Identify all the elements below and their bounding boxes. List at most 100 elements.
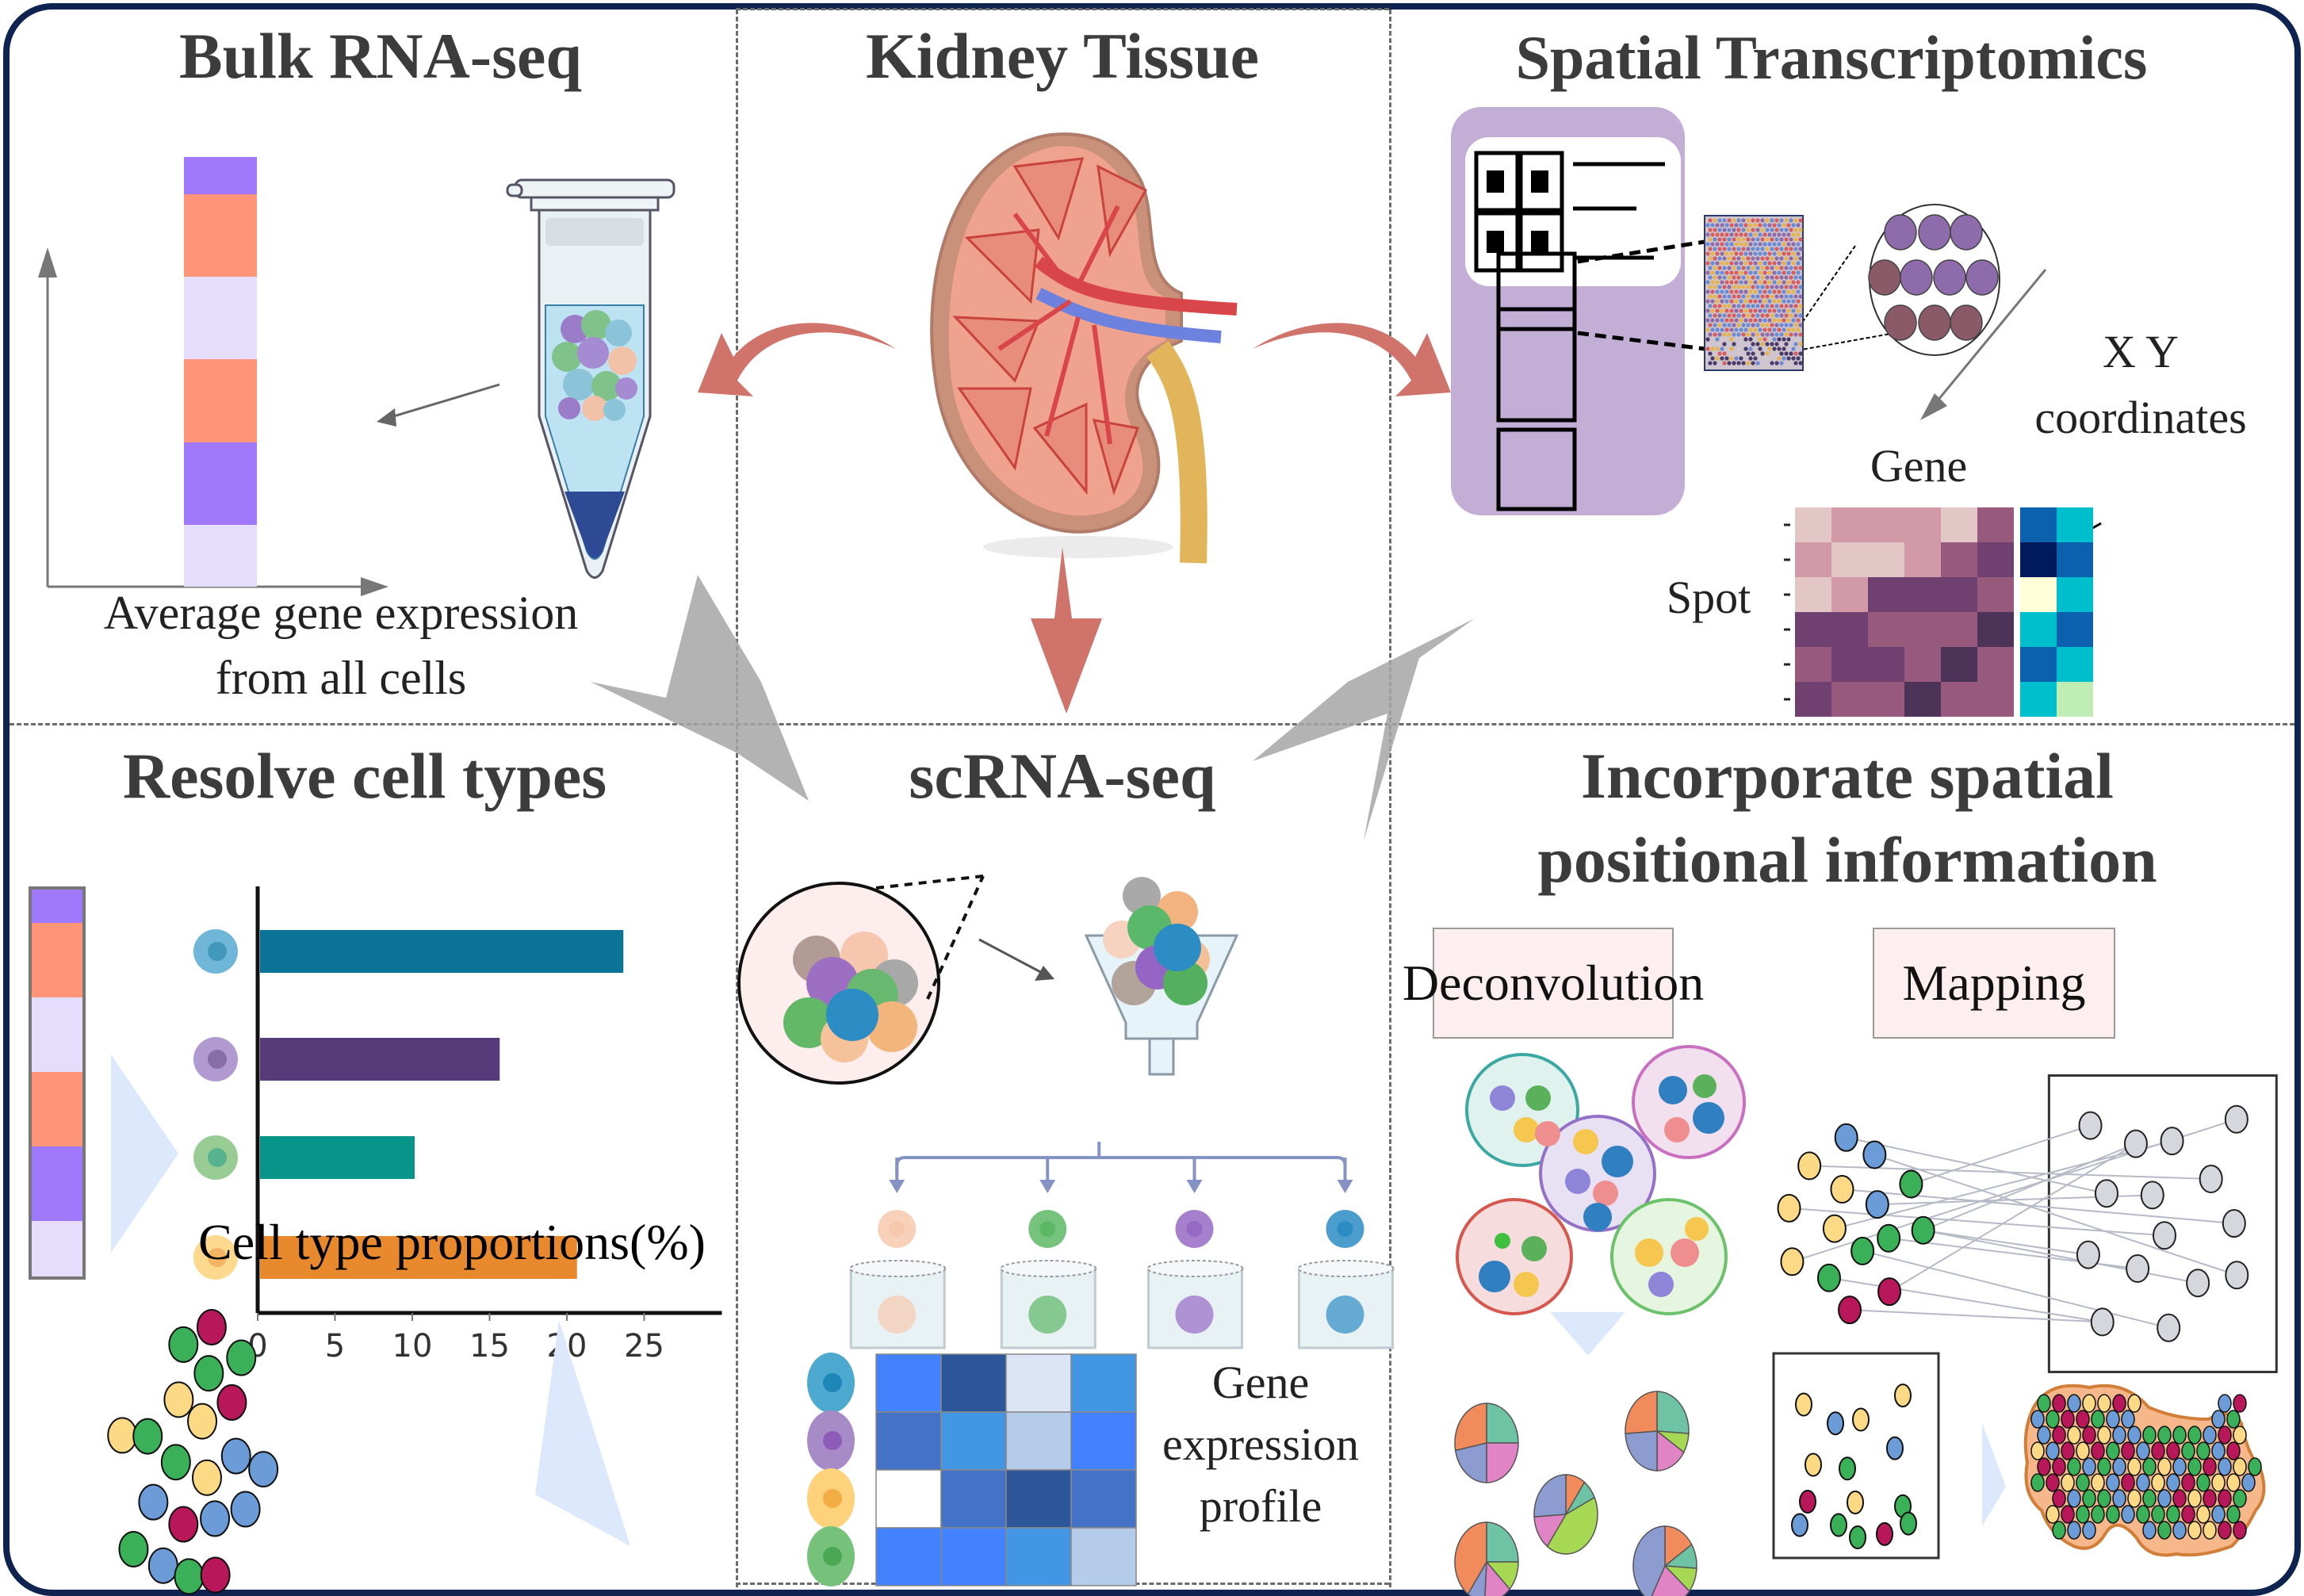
tissue-spot [1760,237,1765,242]
tissue-spot [1762,270,1767,275]
gene-heatmap-cell [1977,647,2014,682]
tissue-cell [2037,1426,2051,1445]
pie-slice [1454,1442,1487,1483]
tissue-spot [1786,308,1791,313]
tissue-spot [1734,318,1739,323]
tissue-spot [1732,228,1736,232]
tissue-cell [2061,1441,2075,1460]
tissue-spot [1774,275,1779,280]
tissue-spot [1770,294,1774,299]
tissue-spot [1760,266,1765,270]
tissue-spot [1720,356,1724,361]
tissue-spot [1786,318,1791,323]
tissue-spot [1743,270,1748,275]
branch-arrow-icon [1039,1180,1056,1193]
pie-slice [1651,1564,1690,1596]
tissue-spot [1734,280,1739,285]
tissue-spot [1789,256,1793,261]
divider-vertical-left [736,10,738,1587]
tissue-cell [2052,1426,2066,1445]
tissue-spot [1746,294,1751,299]
scatter-triangle-icon [535,1320,630,1546]
tissue-spot [1727,323,1732,327]
spatial-transcriptomics-title: Spatial Transcriptomics [1515,23,2148,92]
tissue-spot [1753,242,1758,247]
pie-slice [1484,1560,1511,1596]
tissue-spot [1782,223,1786,228]
tissue-spot [1739,356,1743,361]
tissue-spot [1774,228,1779,232]
profile-heatmap-cell [940,1353,1007,1413]
tissue-spot [1798,342,1803,346]
cell-dot [193,1355,224,1392]
cell-nucleus-icon [208,942,227,961]
tissue-spot [1798,332,1803,337]
mapping-edge [1923,1229,2089,1256]
tissue-spot [1758,261,1762,266]
tube-cell-icon [1175,1296,1214,1334]
tissue-spot [1798,228,1803,232]
tissue-cell [2097,1394,2111,1413]
tissue-spot [1755,275,1760,280]
tissue-spot [1732,218,1736,223]
tissue-cell [2142,1521,2157,1540]
tissue-spot [1791,327,1796,332]
spatial-slide-lower-boxes [1496,251,1577,331]
tissue-spot [1770,332,1774,337]
tissue-spot [1798,323,1803,327]
tissue-cell [2151,1441,2165,1460]
tissue-cell [2067,1457,2081,1476]
tissue-spot [1793,294,1798,299]
tissue-spot [1762,280,1767,285]
tissue-spot [1782,261,1786,266]
tissue-spot [1758,327,1762,332]
tissue-spot [1741,294,1746,299]
tissue-spot [1736,361,1741,366]
tissue-spot [1779,285,1784,289]
tissue-cell [2211,1441,2226,1460]
tissue-spot [1789,237,1793,242]
tissue-cell [2166,1505,2180,1524]
mapping-edge [1923,1229,2199,1284]
mapped-cell [1805,1452,1822,1477]
tissue-spot [1748,337,1753,342]
tissue-cell [2121,1410,2135,1429]
spatial-location-node [2222,1209,2246,1238]
tissue-spot [1791,280,1796,285]
tissue-spot [1755,285,1760,289]
tissue-spot [1736,323,1741,327]
tissue-spot [1722,275,1727,280]
tube-rim [1146,1260,1244,1277]
tissue-spot [1782,289,1786,294]
tissue-spot [1710,270,1715,275]
tissue-spot [1789,275,1793,280]
tissue-spot [1772,318,1777,323]
bulk-bar-segment [184,193,257,277]
tissue-spot [1741,256,1746,261]
cell-nucleus-icon [208,1148,227,1167]
mapping-edge [1889,1142,2137,1292]
tissue-spot [1720,223,1724,228]
mapping-label: Mapping [1902,955,2086,1011]
tissue-spot [1734,270,1739,275]
tissue-spot [1789,218,1793,223]
tissue-spot [1739,308,1743,313]
tissue-spot [1798,275,1803,280]
cell-nucleus-icon [208,1248,227,1267]
tissue-spot [1791,346,1796,351]
tissue-cell [2082,1521,2096,1540]
xy-coordinates-label-line2: coordinates [2034,392,2247,443]
tissue-spot [1710,308,1715,313]
tissue-spot [1779,228,1784,232]
tissue-spot [1727,285,1732,289]
tissue-spot [1770,285,1774,289]
tissue-cell [2203,1457,2217,1476]
bulk-bar-segment [184,442,257,525]
cell-type-icon [193,1135,238,1180]
tissue-cell [2218,1457,2232,1476]
xy-heatmap-cell [2020,682,2057,717]
tissue-spot [1720,251,1724,256]
tissue-cell [2067,1521,2081,1540]
tissue-cell [2226,1410,2241,1429]
tissue-spot [1758,318,1762,323]
